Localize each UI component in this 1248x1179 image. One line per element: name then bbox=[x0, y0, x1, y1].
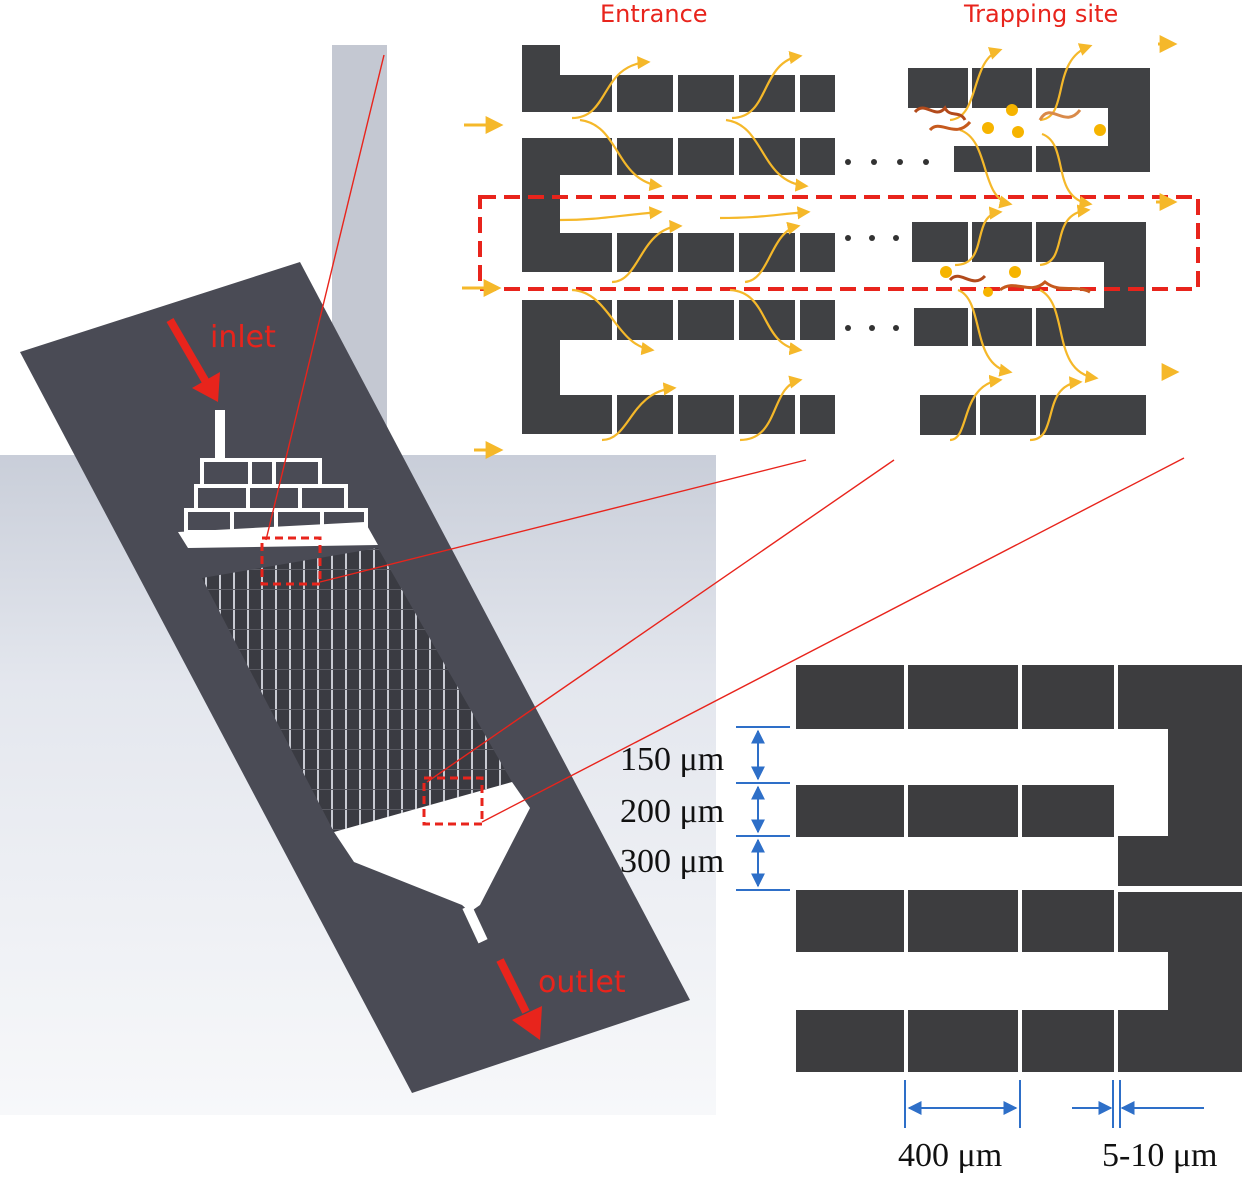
trapping-array bbox=[202, 548, 512, 832]
outlet-channel bbox=[462, 904, 488, 944]
horizontal-dimensions bbox=[904, 1080, 1204, 1128]
vertical-dimensions bbox=[736, 726, 790, 891]
dimension-detail: 150 μm 200 μm 300 μm 400 μm 5-10 μm bbox=[620, 665, 1242, 1174]
inlet-channel bbox=[215, 410, 225, 460]
trapping-blocks bbox=[908, 68, 1150, 435]
entrance-blocks bbox=[522, 45, 835, 434]
zoom-box-trap bbox=[422, 776, 484, 826]
zoom-connectors bbox=[265, 54, 1185, 823]
dim-150: 150 μm bbox=[620, 741, 724, 778]
dim-400: 400 μm bbox=[898, 1137, 1002, 1174]
outlet-label: outlet bbox=[538, 965, 626, 1000]
outlet-indicator: outlet bbox=[496, 958, 626, 1040]
inlet-label: inlet bbox=[210, 320, 276, 355]
zoom-panel-top: Entrance Trapping site bbox=[462, 0, 1200, 459]
trapped-particles bbox=[913, 104, 1106, 297]
highlight-trap-row bbox=[478, 195, 1200, 291]
dim-200: 200 μm bbox=[620, 793, 724, 830]
inlet-indicator: inlet bbox=[166, 317, 276, 402]
flow-arrows bbox=[462, 35, 1180, 459]
ellipsis-dots bbox=[845, 159, 929, 331]
upper-chamber bbox=[178, 522, 378, 548]
trapping-site-label: Trapping site bbox=[963, 0, 1118, 28]
dim-5-10: 5-10 μm bbox=[1102, 1137, 1218, 1174]
zoom-box-entrance bbox=[260, 536, 322, 586]
dim-300: 300 μm bbox=[620, 843, 724, 880]
entrance-label: Entrance bbox=[600, 0, 708, 28]
